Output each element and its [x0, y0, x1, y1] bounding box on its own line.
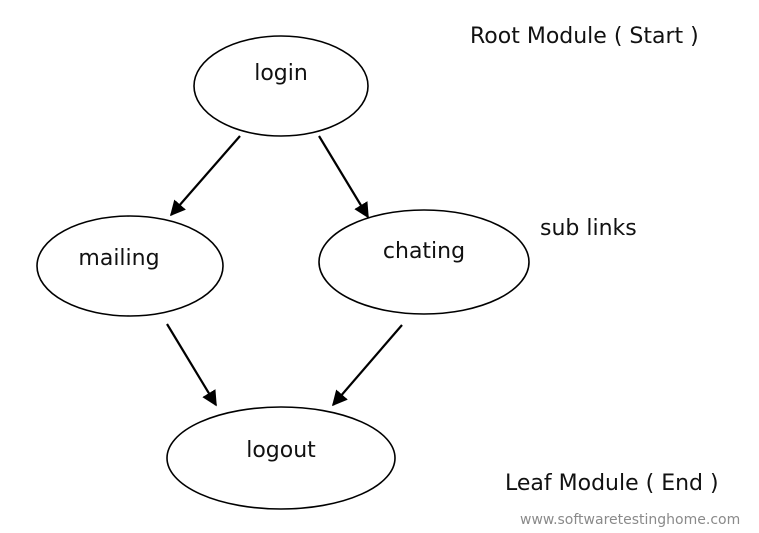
node-chating-shape [318, 209, 530, 315]
node-logout-shape [166, 406, 396, 510]
edges [166, 135, 403, 407]
node-mailing-shape [36, 215, 224, 317]
watermark-text: www.softwaretestinghome.com [520, 512, 740, 528]
edge-chating-to-logout [331, 324, 403, 407]
node-logout: logout [166, 406, 396, 510]
annotation-root-module: Root Module ( Start ) [470, 24, 699, 49]
node-chating-label: chating [383, 239, 465, 264]
annotation-leaf-module: Leaf Module ( End ) [505, 471, 719, 496]
edge-mailing-to-logout [166, 323, 217, 407]
edge-login-to-mailing [169, 135, 241, 217]
annotation-sub-links: sub links [540, 216, 637, 241]
node-mailing: mailing [36, 215, 224, 317]
node-login-shape [193, 35, 369, 137]
edge-login-to-chating [318, 135, 369, 219]
node-mailing-label: mailing [78, 246, 159, 271]
node-logout-label: logout [246, 438, 316, 463]
node-login-label: login [254, 61, 308, 86]
node-chating: chating [318, 209, 530, 315]
node-login: login [193, 35, 369, 137]
